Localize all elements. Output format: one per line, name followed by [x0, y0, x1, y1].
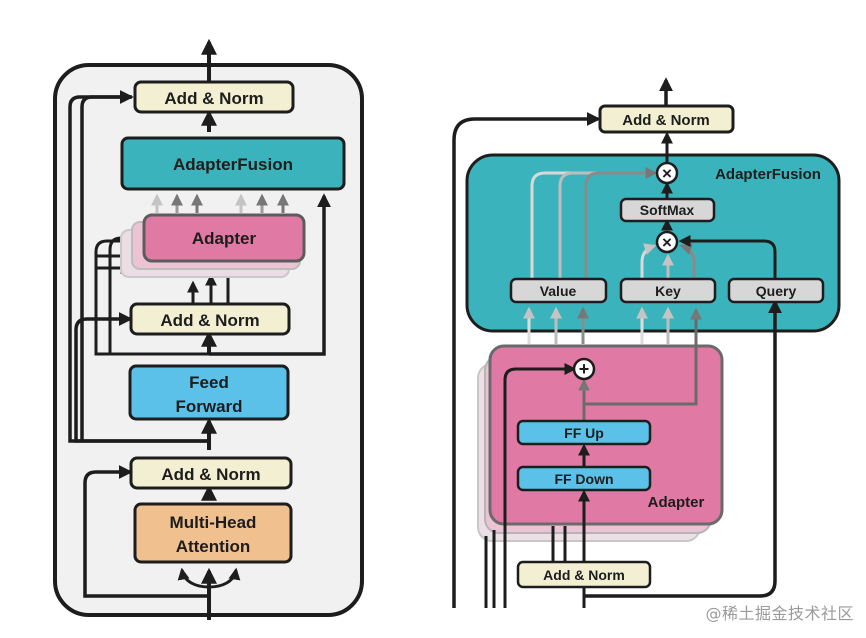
left-adapter-fusion-label: AdapterFusion: [173, 155, 293, 174]
left-add-norm-mid: [129, 302, 291, 336]
adapter-to-fusion-arrows: [151, 193, 289, 213]
value-label: Value: [540, 283, 577, 299]
left-add-norm-top: [133, 80, 295, 114]
feed-forward-box: [128, 364, 290, 421]
softmax-label: SoftMax: [640, 202, 695, 218]
key-label: Key: [655, 283, 681, 299]
left-add-norm-top-label: Add & Norm: [164, 89, 263, 108]
multiply-top-icon: [655, 161, 679, 185]
left-add-norm-mid-label: Add & Norm: [160, 311, 259, 330]
left-adapter-fusion: [120, 136, 346, 191]
query-box: [727, 277, 825, 304]
right-add-norm-bottom-label: Add & Norm: [543, 567, 625, 583]
key-box: [619, 277, 717, 304]
multiply-bottom-symbol: ×: [662, 233, 672, 252]
multiply-top-symbol: ×: [662, 164, 672, 183]
mha-line2: Attention: [176, 537, 251, 556]
feed-forward-line1: Feed: [189, 373, 229, 392]
watermark-text: @稀土掘金技术社区: [705, 604, 854, 623]
left-add-norm-bottom-label: Add & Norm: [161, 465, 260, 484]
multi-head-attention-box: [133, 502, 293, 564]
mha-line1: Multi-Head: [170, 513, 257, 532]
query-label: Query: [756, 283, 797, 299]
multiply-bottom-icon: [655, 230, 679, 254]
left-transformer-layer: Adapter Add & Norm AdapterFusion Add & N…: [53, 38, 364, 620]
add-circle-symbol: +: [579, 359, 590, 379]
right-adapter-fusion-detail: AdapterFusion Adapter: [452, 77, 841, 608]
adapter-box: [142, 213, 306, 263]
softmax-box: [619, 197, 716, 223]
ff-up-box: [516, 419, 652, 446]
right-adapter-title: Adapter: [648, 494, 705, 511]
ff-down-box: [516, 465, 652, 492]
add-circle-icon: [572, 357, 596, 381]
adapter-outputs-to-value-key: [523, 306, 674, 344]
left-add-norm-bottom: [129, 456, 293, 490]
ff-down-label: FF Down: [554, 471, 613, 487]
value-box: [509, 277, 608, 304]
right-add-norm-top-label: Add & Norm: [622, 112, 710, 129]
feed-forward-line2: Forward: [175, 397, 242, 416]
adapter-label: Adapter: [192, 229, 257, 248]
adapter-fusion-title: AdapterFusion: [715, 166, 821, 183]
right-add-norm-bottom: [516, 560, 652, 589]
right-add-norm-top: [598, 104, 735, 134]
ff-up-label: FF Up: [564, 425, 604, 441]
